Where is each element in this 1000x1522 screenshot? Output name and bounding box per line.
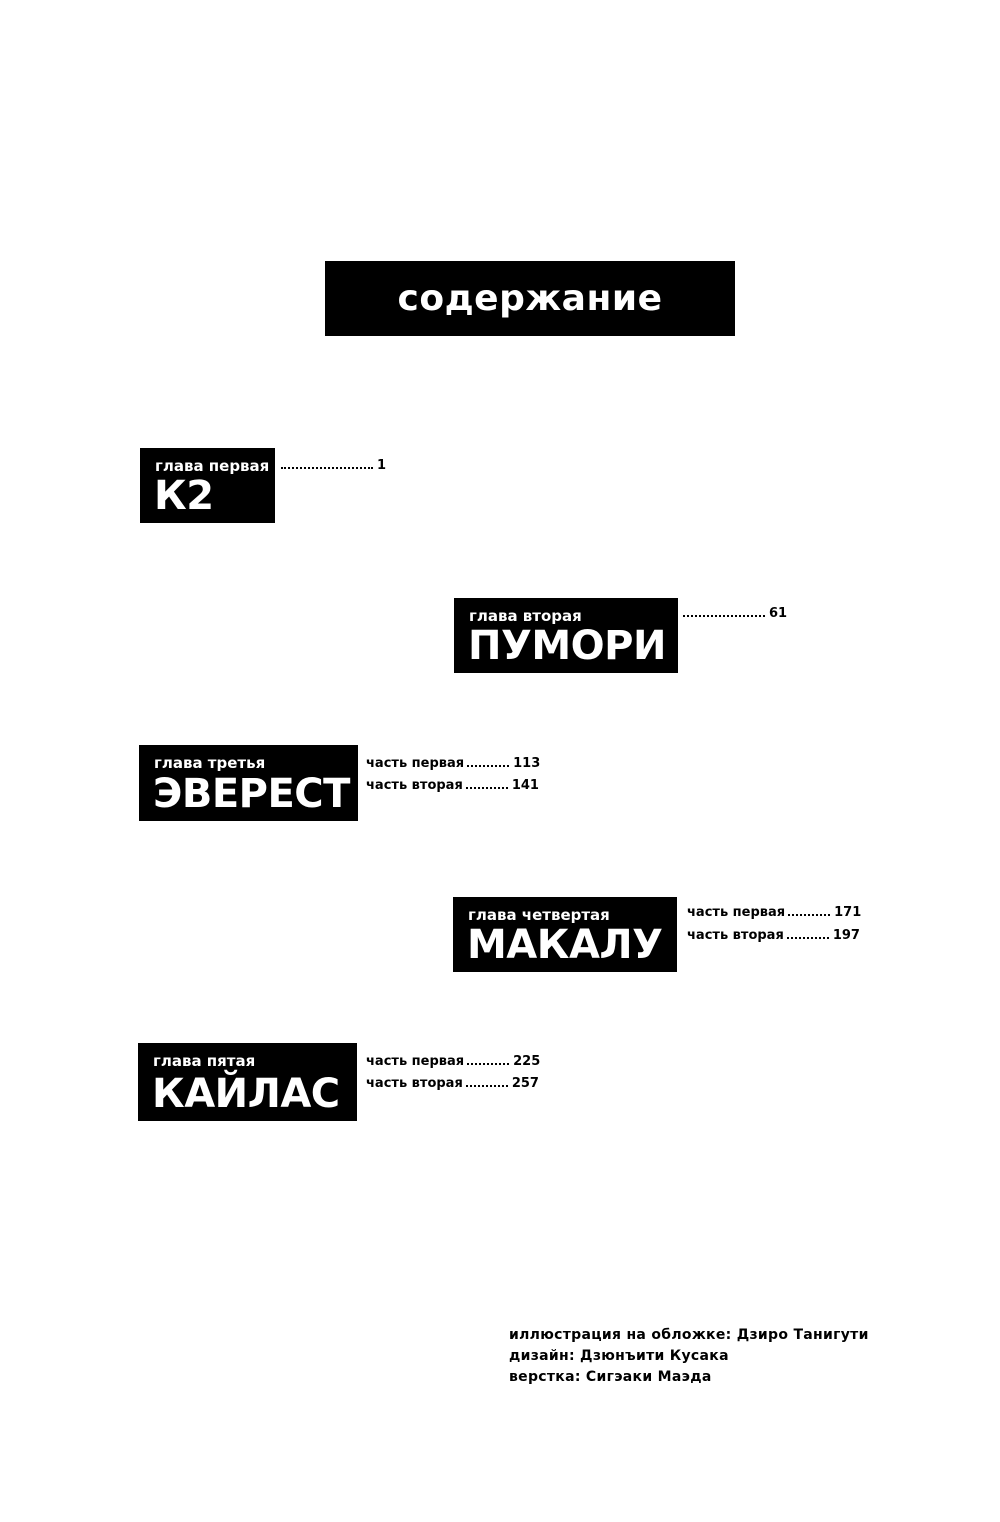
chapter-4-box: глава четвертая МАКАЛУ xyxy=(453,897,677,972)
chapter-3-subtitle: глава третья xyxy=(154,754,266,772)
page-number: 141 xyxy=(511,778,539,793)
chapter-4-entry-1: часть первая 171 xyxy=(687,905,861,920)
chapter-1-box: глава первая К2 xyxy=(140,448,275,523)
leader-dots xyxy=(467,764,510,767)
credit-cover-illustration: иллюстрация на обложке: Дзиро Танигути xyxy=(509,1327,869,1343)
page-number: 171 xyxy=(834,905,862,920)
chapter-3-title: ЭВЕРЕСТ xyxy=(153,771,350,817)
credits: иллюстрация на обложке: Дзиро Танигути д… xyxy=(509,1325,869,1388)
chapter-4-subtitle: глава четвертая xyxy=(468,906,610,924)
leader-dots xyxy=(786,936,829,939)
part-label: часть первая xyxy=(366,756,465,771)
page-title: содержание xyxy=(325,261,735,336)
chapter-5-entry-1: часть первая 225 xyxy=(366,1054,540,1069)
chapter-5-title: КАЙЛАС xyxy=(152,1071,340,1117)
leader-dots xyxy=(465,1084,508,1087)
chapter-5-box: глава пятая КАЙЛАС xyxy=(138,1043,357,1121)
chapter-3-entry-2: часть вторая 141 xyxy=(366,778,539,793)
part-label: часть вторая xyxy=(366,778,463,793)
chapter-2-entry: 61 xyxy=(683,606,787,621)
credit-layout: верстка: Сигэаки Маэда xyxy=(509,1369,712,1385)
chapter-2-subtitle: глава вторая xyxy=(469,607,582,625)
page-number: 225 xyxy=(513,1054,541,1069)
leader-dots xyxy=(467,1062,510,1065)
part-label: часть вторая xyxy=(687,928,784,943)
page-number: 257 xyxy=(511,1076,539,1091)
chapter-5-entry-2: часть вторая 257 xyxy=(366,1076,539,1091)
part-label: часть первая xyxy=(366,1054,465,1069)
chapter-1-entry: 1 xyxy=(281,458,386,473)
chapter-2-title: ПУМОРИ xyxy=(468,623,666,669)
leader-dots xyxy=(683,614,765,617)
part-label: часть первая xyxy=(687,905,786,920)
chapter-4-entry-2: часть вторая 197 xyxy=(687,928,860,943)
chapter-1-subtitle: глава первая xyxy=(155,457,270,475)
chapter-3-entry-1: часть первая 113 xyxy=(366,756,540,771)
page-number: 113 xyxy=(513,756,541,771)
chapter-1-title: К2 xyxy=(154,473,214,519)
page-number: 61 xyxy=(769,606,788,621)
chapter-4-title: МАКАЛУ xyxy=(467,922,663,968)
leader-dots xyxy=(788,913,831,916)
chapter-3-box: глава третья ЭВЕРЕСТ xyxy=(139,745,358,821)
chapter-5-subtitle: глава пятая xyxy=(153,1052,256,1070)
chapter-2-box: глава вторая ПУМОРИ xyxy=(454,598,678,673)
leader-dots xyxy=(281,466,373,469)
page-number: 197 xyxy=(832,928,860,943)
part-label: часть вторая xyxy=(366,1076,463,1091)
credit-design: дизайн: Дзюнъити Кусака xyxy=(509,1348,729,1364)
leader-dots xyxy=(465,786,508,789)
page-number: 1 xyxy=(377,458,387,473)
